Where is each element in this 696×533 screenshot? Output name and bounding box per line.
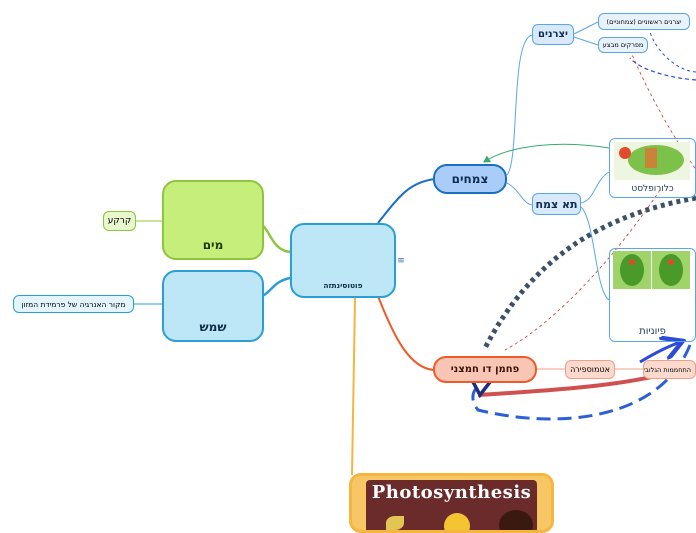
water-node[interactable]: מים: [162, 180, 264, 260]
producers-node[interactable]: יצרנים: [532, 24, 574, 45]
link-producers-2: [573, 36, 599, 46]
link-center-title: [351, 297, 356, 476]
soil-node[interactable]: קרקע: [103, 211, 136, 231]
arrowhead-co2: [470, 379, 492, 399]
rel-blue-dashed-top: [629, 57, 696, 81]
sun-node[interactable]: שמש: [162, 270, 264, 342]
center-node[interactable]: פוטוסינתזה: [290, 223, 396, 298]
link-plants-cell: [506, 182, 533, 206]
stomata-node[interactable]: פיוניות: [609, 248, 696, 342]
rel-red-dashed-2: [629, 49, 696, 171]
primary-producers-node[interactable]: יצרנים ראשוניים (צמחוניים): [598, 13, 690, 30]
energy-source-node[interactable]: מקור האנרגיה של פרמידת המזון: [13, 295, 134, 313]
atmosphere-node[interactable]: אטמוספירה: [565, 360, 615, 379]
link-producers-1: [573, 21, 599, 35]
stomata-label: פיוניות: [639, 326, 666, 337]
sun-icon: [444, 513, 470, 530]
co2-node[interactable]: פחמן דו חמצני: [433, 356, 537, 383]
rel-red-dashed: [504, 189, 661, 351]
primary-producers-label: יצרנים ראשוניים (צמחוניים): [606, 17, 682, 26]
rel-blue-long-dash: [471, 344, 692, 421]
rel-blue-short: [639, 342, 680, 364]
menu-icon-glyph: ≡: [397, 256, 405, 266]
photosynthesis-title-card[interactable]: Photosynthesis: [349, 473, 554, 533]
warming-node[interactable]: התחממות הגלובלית: [643, 360, 696, 379]
plant-cell-node[interactable]: תא צמח: [532, 193, 581, 215]
link-center-sun: [261, 276, 291, 298]
co2-label: פחמן דו חמצני: [450, 364, 520, 375]
leaf-icon: [386, 516, 404, 530]
sun-label: שמש: [199, 320, 227, 334]
chloroplast-label: כלורופלסט: [631, 184, 674, 194]
center-label: פוטוסינתזה: [323, 281, 363, 290]
link-center-water: [261, 223, 291, 254]
soil-label: קרקע: [107, 216, 132, 226]
rel-blue-dashed-top2: [649, 29, 696, 73]
link-cell-stoma: [580, 206, 610, 301]
rel-dotted-big: [481, 195, 696, 352]
plant-cell-label: תא צמח: [535, 197, 578, 211]
atmosphere-label: אטמוספירה: [570, 365, 610, 374]
plants-node[interactable]: צמחים: [433, 164, 507, 194]
link-center-plants: [377, 178, 436, 224]
producers-label: יצרנים: [538, 29, 568, 40]
tree-icon: [499, 510, 533, 530]
plants-label: צמחים: [451, 172, 489, 186]
warming-label: התחממות הגלובלית: [644, 365, 691, 374]
link-center-co2: [377, 295, 434, 371]
link-cell-chloro: [580, 171, 610, 204]
stomata-image: [613, 251, 690, 289]
link-plants-producers: [506, 34, 533, 176]
title-card-text: Photosynthesis: [371, 482, 532, 503]
decomposers-label: מפרקים מבצע: [602, 41, 644, 49]
chloroplast-node[interactable]: כלורופלסט: [609, 138, 696, 198]
water-label: מים: [202, 238, 224, 252]
chloroplast-image: [614, 142, 690, 180]
menu-icon[interactable]: ≡: [396, 255, 406, 267]
rel-chloro-plants: [483, 143, 610, 163]
energy-source-label: מקור האנרגיה של פרמידת המזון: [21, 299, 126, 309]
title-card-image: Photosynthesis: [366, 480, 537, 530]
decomposers-node[interactable]: מפרקים מבצע: [598, 37, 648, 53]
